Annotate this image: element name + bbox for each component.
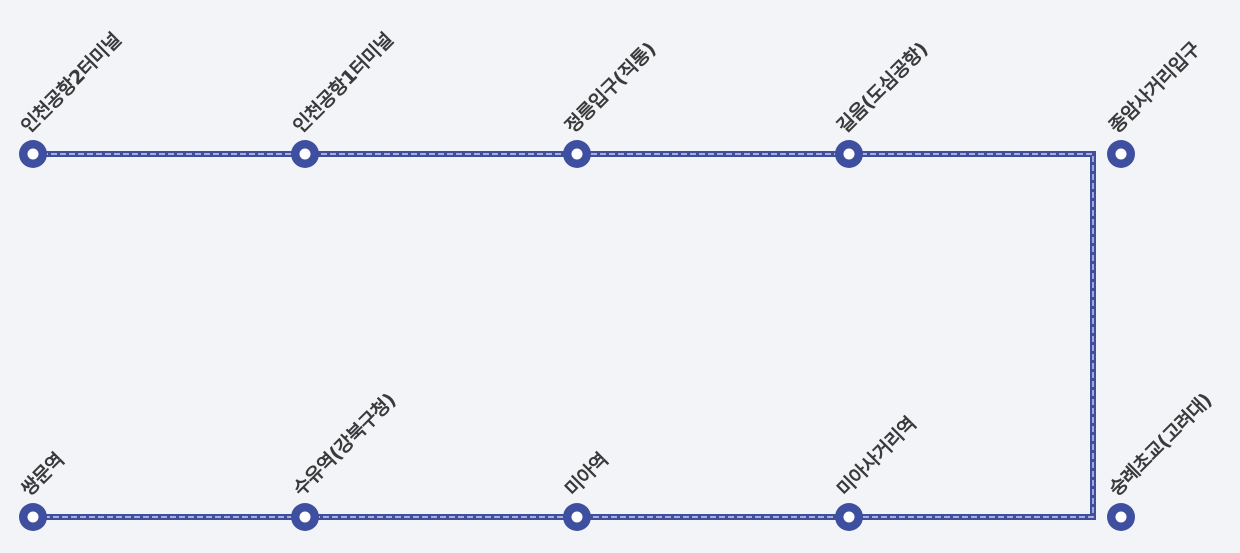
station: 인천공항1터미널 [289,29,398,168]
station-label: 미아사거리역 [833,413,921,501]
station-label: 숭례초교(고려대) [1105,389,1216,500]
station-marker-dot [843,511,855,523]
station-label: 쌍문역 [17,449,69,501]
station: 숭례초교(고려대) [1105,389,1216,531]
station-label: 미아역 [561,449,613,501]
station-marker-dot [299,148,311,160]
station-marker-dot [27,511,39,523]
station: 길음(도심공항) [833,38,932,168]
station-label: 수유역(강북구청) [289,389,400,500]
station-marker-dot [1115,511,1127,523]
station-marker-dot [571,148,583,160]
station-label: 길음(도심공항) [833,38,932,137]
station-row-top: 인천공항2터미널 인천공항1터미널 정릉입구(직통) 길음(도심공항) 종암사거리입구 [17,29,1205,168]
route-line [33,151,1096,520]
station-label: 인천공항2터미널 [17,29,126,138]
station-label: 인천공항1터미널 [289,29,398,138]
station-row-bottom: 쌍문역 수유역(강북구청) 미아역 미아사거리역 숭례초교(고려대) [17,389,1216,531]
station-marker-dot [1115,148,1127,160]
route-line-dash [33,153,1094,518]
station-marker-dot [299,511,311,523]
station: 수유역(강북구청) [289,389,400,531]
station-label: 종암사거리입구 [1105,38,1205,138]
route-line-main [33,151,1096,520]
station-marker-dot [571,511,583,523]
station-marker-dot [843,148,855,160]
station: 미아사거리역 [833,413,921,531]
station: 종암사거리입구 [1105,38,1205,168]
station: 인천공항2터미널 [17,29,126,168]
station: 정릉입구(직통) [561,38,660,168]
station-marker-dot [27,148,39,160]
station-label: 정릉입구(직통) [561,38,660,137]
